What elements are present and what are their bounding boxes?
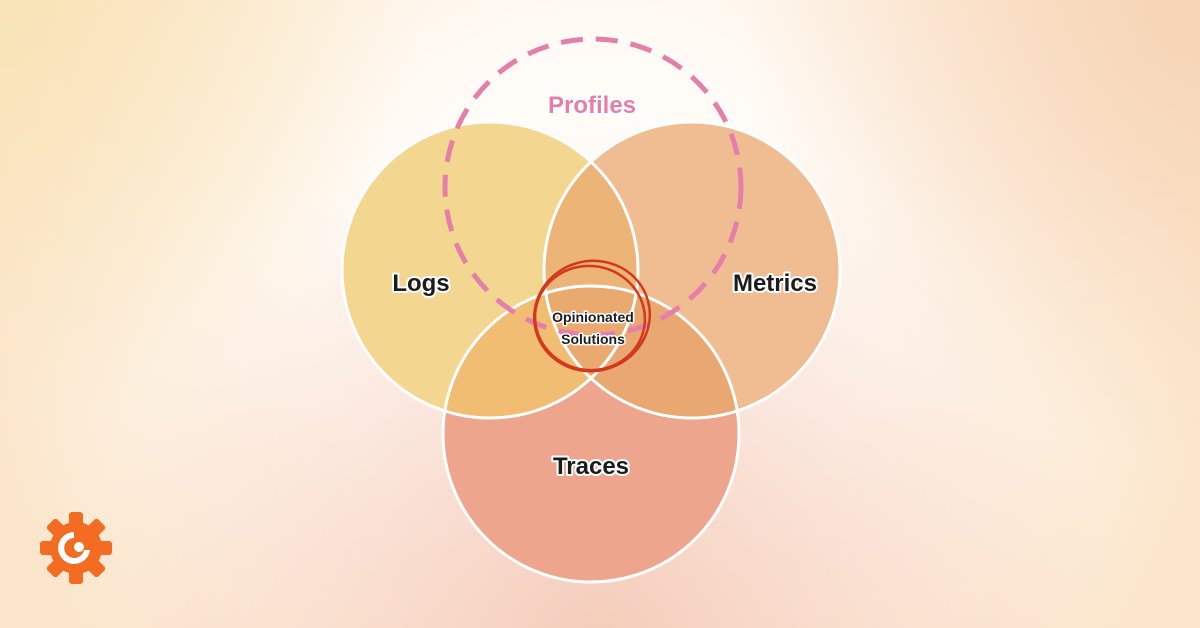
metrics-label: Metrics — [733, 270, 817, 297]
profiles-label: Profiles — [548, 92, 636, 119]
traces-circle-outline — [441, 284, 741, 584]
logs-traces-overlap — [443, 286, 638, 418]
traces-label: Traces — [553, 453, 629, 480]
center-label-line2: Solutions — [561, 331, 625, 347]
logs-circle-outline — [340, 120, 640, 420]
logs-label: Logs — [392, 270, 449, 297]
metrics-circle-outline — [542, 120, 842, 420]
metrics-traces-overlap — [544, 286, 739, 418]
profiles-dashed-circle — [442, 36, 744, 338]
opinionated-solutions-scribble — [532, 259, 652, 373]
grafana-logo-icon — [40, 512, 112, 584]
center-label-line1: Opinionated — [552, 309, 634, 325]
